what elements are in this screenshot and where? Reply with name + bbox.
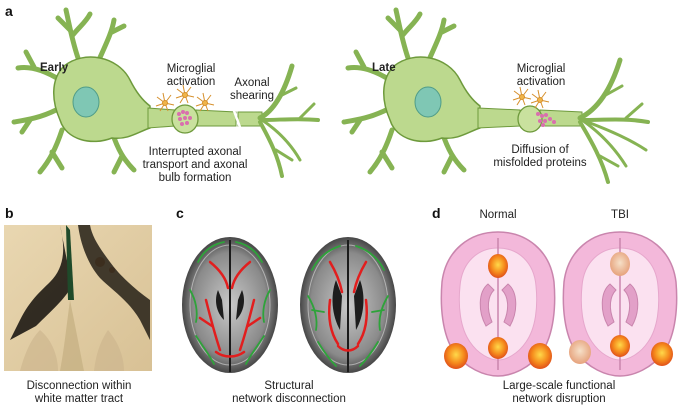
caption-c-line2: network disconnection [232, 393, 346, 405]
panel-label-a: a [5, 3, 13, 19]
caption-d: Large-scale functional network disruptio… [492, 380, 626, 406]
caption-late-line1: Diffusion of [511, 144, 569, 156]
nucleus-early [72, 86, 100, 118]
hub-posterior-normal [488, 337, 508, 359]
axon-late-proximal [477, 107, 521, 129]
panel-label-b: b [5, 205, 14, 221]
brain-tbi [562, 231, 678, 377]
terminals-late [577, 57, 650, 184]
caption-b: Disconnection within white matter tract [0, 380, 158, 406]
microglia-label-early: Microglial activation [146, 63, 236, 89]
shearing-label: Axonal shearing [222, 77, 282, 103]
nucleus-late [414, 86, 442, 118]
microglia-late [512, 86, 550, 109]
caption-early-line1: Interrupted axonal [148, 146, 242, 158]
caption-d-line2: network disruption [512, 393, 606, 405]
axonal-bulb-late [517, 105, 543, 133]
caption-early: Interrupted axonal transport and axonal … [130, 146, 260, 185]
microglia-label-late: Microglial activation [496, 63, 586, 89]
hub-left-parietal-tbi [569, 340, 591, 364]
label-tbi: TBI [611, 209, 629, 221]
microglia-label-early-line2: activation [166, 76, 216, 88]
stage-early: Early [40, 62, 69, 74]
axon-early-proximal [147, 107, 176, 129]
tracts-red-right [328, 260, 368, 352]
hub-right-parietal-tbi [651, 342, 673, 366]
caption-early-line3: bulb formation [158, 172, 232, 184]
misfolded-late [536, 112, 556, 127]
hub-posterior-tbi [610, 335, 630, 357]
microglia-label-late-line1: Microglial [516, 63, 566, 75]
misfolded-early [177, 110, 192, 126]
caption-late: Diffusion of misfolded proteins [480, 144, 600, 170]
panel-label-c: c [176, 205, 184, 221]
tissue-photo [4, 225, 152, 371]
shearing-label-line1: Axonal [234, 77, 270, 89]
terminals-early [257, 63, 320, 178]
neuron-early [11, 7, 320, 178]
microglia-early [155, 84, 215, 112]
caption-b-line2: white matter tract [34, 393, 124, 405]
shearing-label-line2: shearing [229, 90, 275, 102]
caption-late-line2: misfolded proteins [493, 157, 587, 169]
soma-early [53, 56, 151, 143]
mri-slice-right [300, 237, 396, 373]
mri-slice-left [182, 237, 278, 373]
hub-frontal-tbi [610, 252, 630, 276]
hub-frontal-normal [488, 254, 508, 278]
caption-c: Structural network disconnection [222, 380, 356, 406]
stage-late: Late [372, 62, 396, 74]
hub-left-parietal-normal [444, 343, 468, 369]
axon-late-distal [539, 109, 583, 127]
label-normal: Normal [479, 209, 517, 221]
panel-label-d: d [432, 205, 441, 221]
axon-early-mid [195, 109, 237, 127]
caption-b-line1: Disconnection within [26, 380, 132, 392]
tracts-green-left [189, 241, 271, 365]
microglia-label-early-line1: Microglial [166, 63, 216, 75]
brain-normal [440, 231, 556, 377]
hub-right-parietal-normal [528, 343, 552, 369]
caption-c-line1: Structural [264, 380, 314, 392]
caption-d-line1: Large-scale functional [502, 380, 616, 392]
shear-gap [231, 107, 243, 131]
tracts-green-right [307, 245, 389, 367]
caption-early-line2: transport and axonal [142, 159, 248, 171]
neuron-late [341, 7, 650, 184]
tracts-red-left [198, 260, 262, 358]
microglia-label-late-line2: activation [516, 76, 566, 88]
